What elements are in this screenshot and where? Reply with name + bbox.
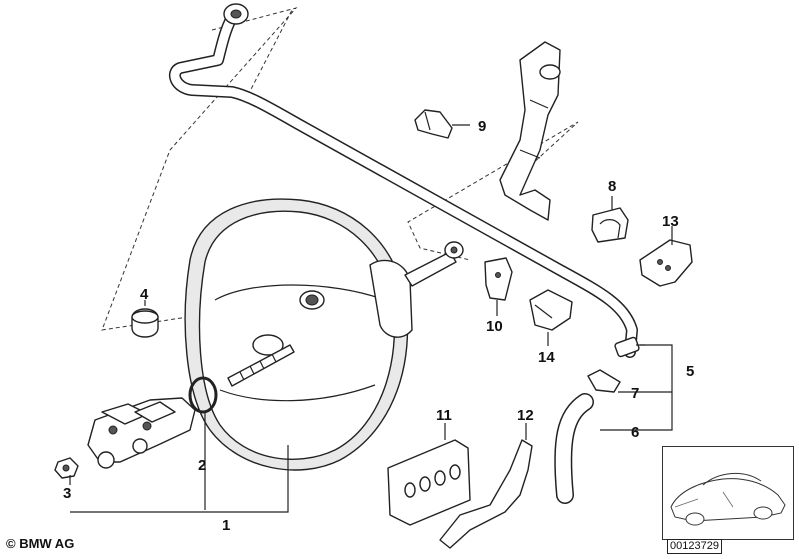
callout-1: 1: [222, 517, 230, 534]
nut: [54, 457, 79, 479]
callout-4: 4: [140, 286, 149, 303]
brake-booster: [184, 198, 464, 471]
master-cylinder: [87, 397, 196, 469]
vehicle-thumbnail: [662, 446, 794, 540]
callout-8: 8: [608, 178, 616, 195]
callout-6: 6: [631, 424, 639, 441]
copyright: © BMW AG: [6, 536, 75, 551]
part-8: [591, 207, 629, 243]
callout-2: 2: [198, 457, 206, 474]
callout-12: 12: [517, 407, 534, 424]
car-icon: [670, 472, 786, 526]
vacuum-hose: [168, 3, 640, 358]
part-7: [587, 369, 621, 393]
callout-5: 5: [686, 363, 694, 380]
document-number: 00123729: [667, 539, 722, 554]
seal-ring: [188, 376, 218, 414]
part-10: [484, 257, 513, 301]
hose-6: [554, 393, 594, 504]
part-11: [387, 439, 471, 526]
callout-13: 13: [662, 213, 679, 230]
pedal-bracket: [499, 41, 561, 221]
part-13: [639, 239, 693, 287]
grommet: [131, 308, 159, 338]
callout-7: 7: [631, 385, 639, 402]
part-14: [529, 289, 573, 331]
callout-10: 10: [486, 318, 503, 335]
callout-3: 3: [63, 485, 71, 502]
leader-lines: [69, 124, 673, 513]
callout-9: 9: [478, 118, 486, 135]
callout-11: 11: [436, 407, 452, 424]
clip-9: [414, 109, 453, 139]
callout-14: 14: [538, 349, 555, 366]
part-12: [439, 439, 533, 549]
reference-lines: [101, 7, 579, 331]
